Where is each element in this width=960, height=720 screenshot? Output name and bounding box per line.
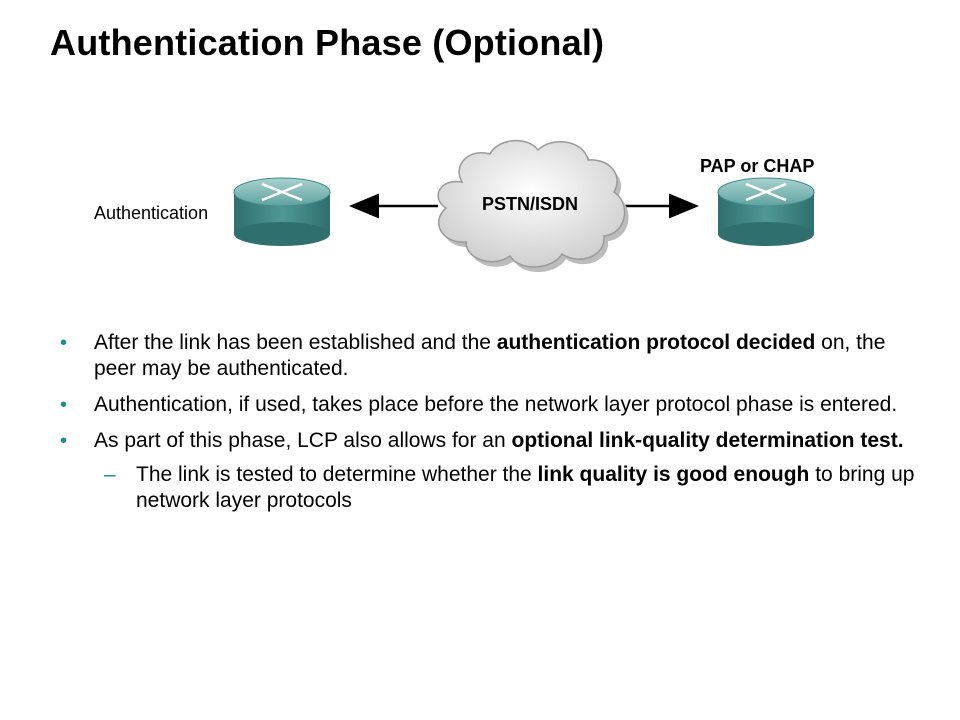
bullet-text: After the link has been established and …	[94, 331, 885, 380]
bullet-item: • After the link has been established an…	[60, 330, 920, 382]
text-segment: As part of this phase, LCP also allows f…	[94, 429, 512, 452]
left-router-label: Authentication	[94, 203, 209, 223]
router-left-icon	[233, 177, 331, 246]
bold-text-segment: authentication protocol decided	[496, 331, 816, 354]
right-router-label: PAP or CHAP	[700, 156, 815, 176]
sub-bullet-text: The link is tested to determine whether …	[136, 463, 914, 512]
bullet-item: • As part of this phase, LCP also allows…	[60, 428, 920, 454]
bullet-text: As part of this phase, LCP also allows f…	[94, 429, 904, 452]
router-right-icon	[717, 177, 815, 246]
sub-bullet-item: – The link is tested to determine whethe…	[60, 462, 920, 514]
bold-text-segment: link quality is good enough	[537, 463, 810, 486]
bullet-text: Authentication, if used, takes place bef…	[94, 393, 897, 416]
text-segment: to bring up network layer protocols	[136, 463, 915, 512]
bullet-dot-icon: •	[60, 332, 68, 354]
cloud-label: PSTN/ISDN	[482, 194, 578, 214]
sub-bullet-dash-icon: –	[104, 463, 116, 486]
bullet-dot-icon: •	[60, 394, 68, 416]
slide-title: Authentication Phase (Optional)	[50, 22, 605, 63]
bold-text-segment: optional link-quality determination test…	[511, 429, 904, 452]
network-diagram: PSTN/ISDN	[233, 139, 815, 273]
bullet-list: • After the link has been established an…	[60, 330, 920, 514]
bullet-item: • Authentication, if used, takes place b…	[60, 392, 920, 418]
text-segment: The link is tested to determine whether …	[136, 463, 538, 486]
cloud-icon: PSTN/ISDN	[437, 139, 629, 273]
text-segment: Authentication, if used, takes place bef…	[94, 393, 898, 416]
text-segment: on, the peer may be authenticated.	[94, 331, 886, 380]
bullet-dot-icon: •	[60, 430, 68, 452]
text-segment: After the link has been established and …	[94, 331, 497, 354]
